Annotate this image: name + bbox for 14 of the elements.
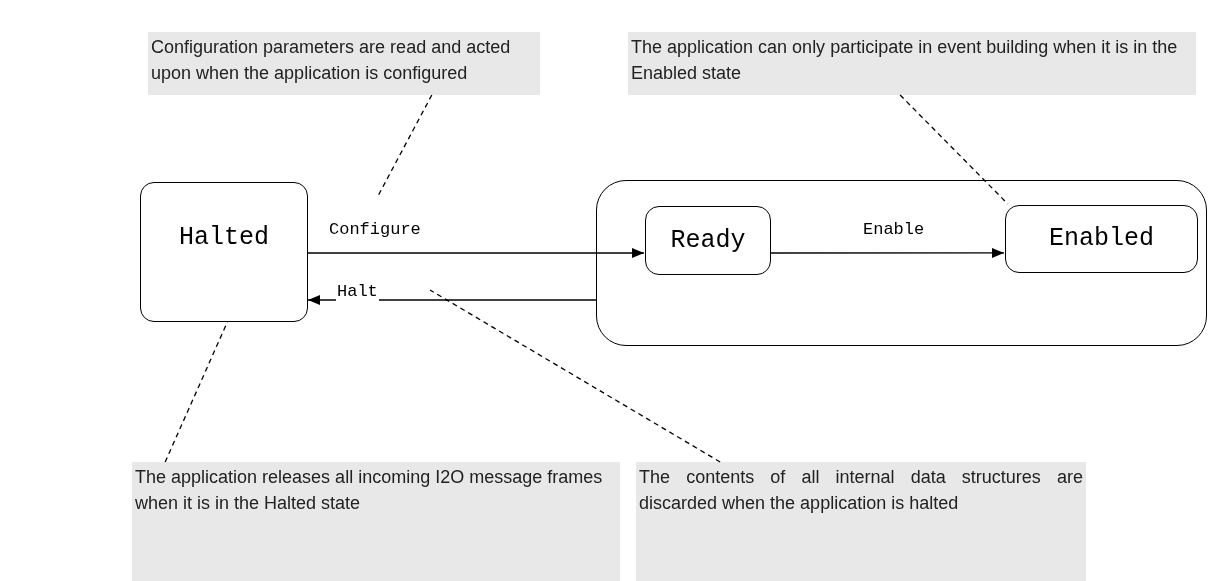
transition-arrow: [307, 248, 645, 258]
state-box: Halted: [140, 182, 308, 322]
transition-arrow: [769, 247, 1005, 258]
state-box: Ready: [645, 206, 771, 275]
note-box: The application releases all incoming I2O message frames when it is in the Halted state: [132, 462, 620, 581]
state-box: Enabled: [1005, 205, 1198, 273]
note-box: Configuration parameters are read and acted upon when the application is configured: [148, 32, 540, 95]
edge-label: Halt: [336, 282, 379, 302]
leader-line: [429, 289, 721, 463]
leader-line: [377, 94, 433, 197]
note-box: The application can only participate in event building when it is in the Enabled state: [628, 32, 1196, 95]
state-group-box: [596, 180, 1207, 346]
note-box: The contents of all internal data structures are discarded when the application is halted: [636, 462, 1086, 581]
edge-label: Configure: [328, 220, 422, 240]
